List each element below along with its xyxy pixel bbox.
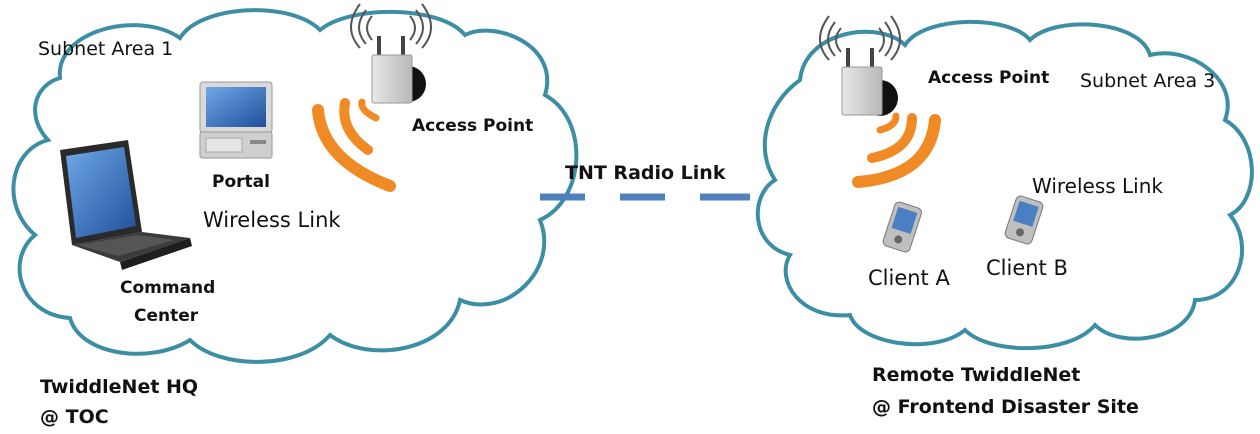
client-a-label: Client A — [868, 266, 950, 290]
portal-label: Portal — [212, 172, 270, 192]
right-site-name-line2: @ Frontend Disaster Site — [872, 396, 1139, 418]
client-b-label: Client B — [986, 256, 1068, 280]
left-wireless-link-label: Wireless Link — [203, 208, 341, 232]
left-site-name-line2: @ TOC — [40, 406, 109, 428]
left-site-name-line1: TwiddleNet HQ — [40, 376, 199, 398]
radio-wave-left — [312, 98, 396, 192]
command-center-label-line2: Center — [134, 306, 199, 326]
right-wireless-link-label: Wireless Link — [1032, 174, 1163, 198]
portal-icon — [199, 81, 273, 159]
radio-link-label: TNT Radio Link — [565, 162, 726, 184]
access-point-right-icon — [819, 15, 901, 116]
right-access-point-label: Access Point — [928, 68, 1050, 88]
subnet-area-3-label: Subnet Area 3 — [1080, 70, 1216, 92]
right-site-name-line1: Remote TwiddleNet — [872, 364, 1081, 386]
client-a-pda-icon — [882, 201, 922, 253]
left-cloud — [11, 8, 579, 364]
access-point-left-icon — [350, 3, 432, 104]
radio-wave-right — [852, 112, 941, 188]
subnet-area-1-label: Subnet Area 1 — [38, 38, 174, 60]
client-b-pda-icon — [1004, 195, 1044, 245]
left-access-point-label: Access Point — [412, 116, 534, 136]
command-center-label-line1: Command — [120, 278, 216, 298]
laptop-icon — [60, 140, 192, 270]
